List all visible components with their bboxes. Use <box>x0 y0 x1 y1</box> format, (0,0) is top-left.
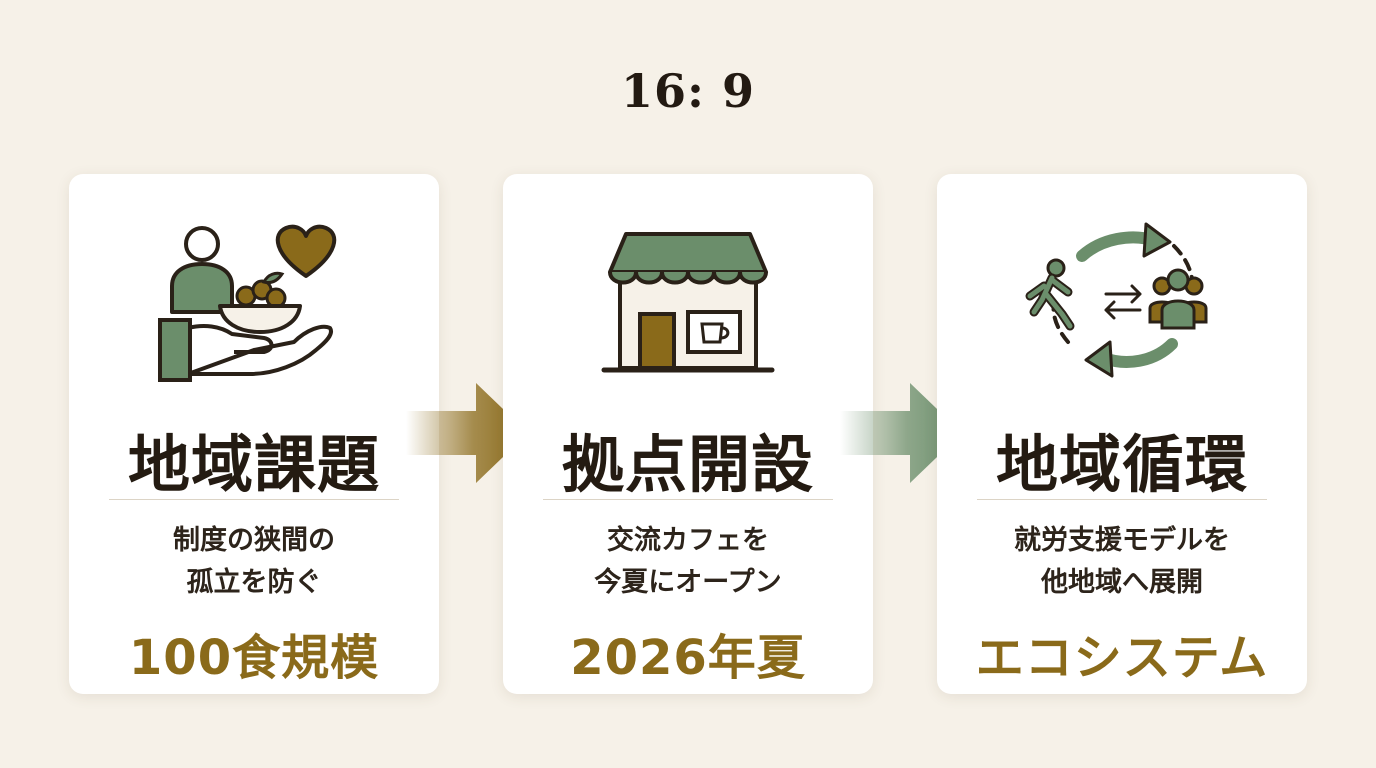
card-highlight: エコシステム <box>975 630 1269 686</box>
desc-line: 就労支援モデルを <box>1014 525 1230 556</box>
card-description: 就労支援モデルを 他地域へ展開 <box>937 520 1307 604</box>
card-base-opening: 拠点開設 交流カフェを 今夏にオープン 2026年夏 <box>503 174 873 694</box>
cafe-storefront-icon <box>601 232 775 373</box>
card-highlight: 100食規模 <box>128 630 380 686</box>
community-cycle-icon <box>1025 222 1208 378</box>
aspect-ratio-label: 16: 9 <box>620 64 755 118</box>
divider <box>543 499 833 500</box>
card-title: 地域循環 <box>995 428 1248 501</box>
care-hand-heart-icon <box>158 224 337 382</box>
card-description: 交流カフェを 今夏にオープン <box>503 520 873 604</box>
card-description: 制度の狭間の 孤立を防ぐ <box>69 520 439 604</box>
desc-line: 交流カフェを <box>607 525 769 556</box>
card-regional-cycle: 地域循環 就労支援モデルを 他地域へ展開 エコシステム <box>937 174 1307 694</box>
desc-line: 今夏にオープン <box>594 567 782 598</box>
card-title: 拠点開設 <box>561 428 814 501</box>
flow-arrow-green <box>840 383 962 483</box>
divider <box>109 499 399 500</box>
desc-line: 孤立を防ぐ <box>186 567 322 598</box>
card-title: 地域課題 <box>127 428 380 501</box>
flow-arrow-gold <box>406 383 528 483</box>
card-highlight: 2026年夏 <box>570 630 806 686</box>
divider <box>977 499 1267 500</box>
card-regional-issue: 地域課題 制度の狭間の 孤立を防ぐ 100食規模 <box>69 174 439 694</box>
desc-line: 制度の狭間の <box>173 525 335 556</box>
desc-line: 他地域へ展開 <box>1041 567 1203 598</box>
